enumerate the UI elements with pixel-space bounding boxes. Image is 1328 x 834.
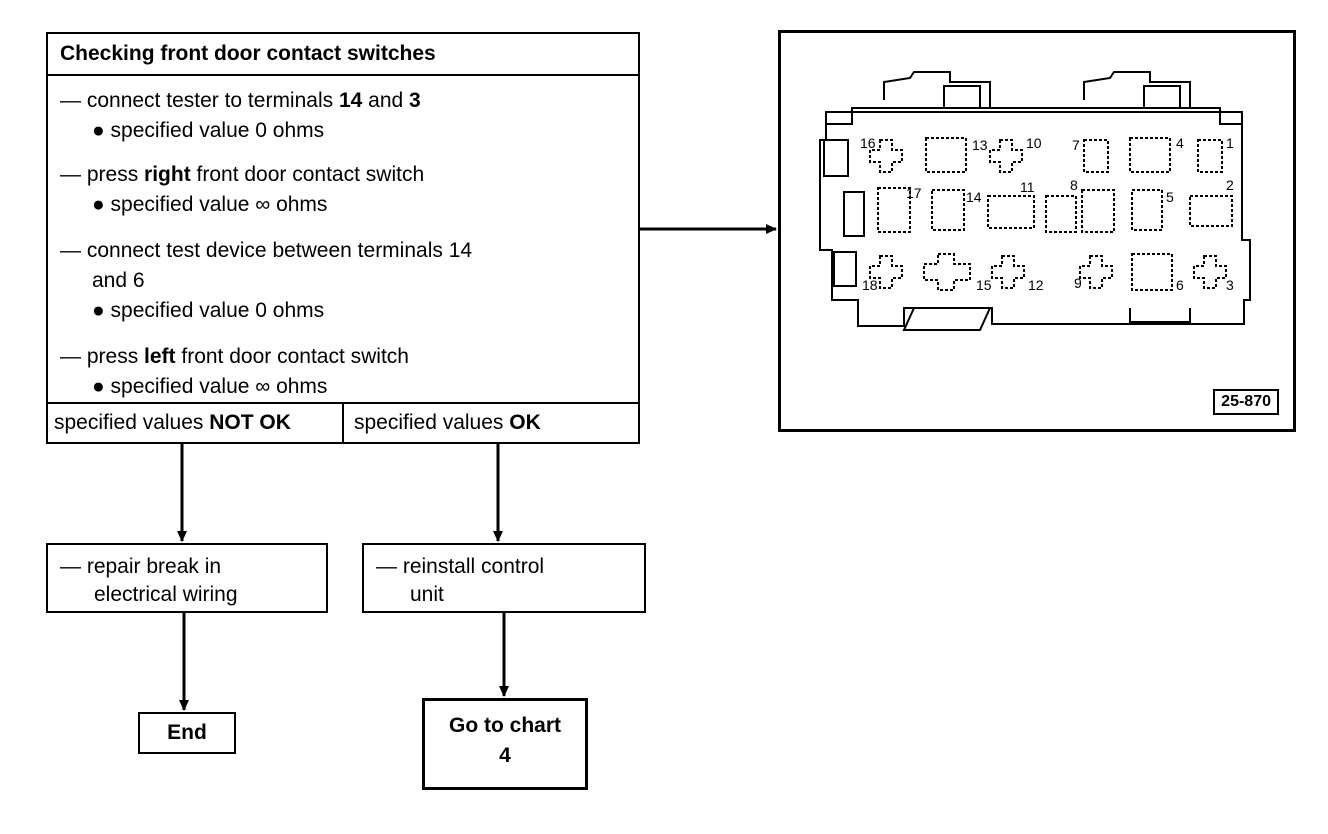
socket-16 [869, 139, 903, 173]
term-label: 7 [1072, 137, 1080, 153]
result-ok-text: specified values [354, 411, 510, 434]
socket-10 [989, 139, 1023, 173]
socket-5b [1081, 189, 1115, 233]
goto-chart-box: Go to chart 4 [422, 698, 588, 790]
procedure-title: Checking front door contact switches [48, 34, 638, 76]
term-label: 10 [1026, 135, 1042, 151]
terminal-numbers: 16 13 10 7 4 1 17 14 11 8 5 2 18 15 12 9… [860, 135, 1234, 293]
term-label: 11 [1020, 179, 1035, 195]
socket-4 [1129, 137, 1171, 173]
term-label: 14 [966, 189, 982, 205]
dash: — [60, 163, 87, 186]
step-3-spec: ● specified value 0 ohms [92, 299, 325, 322]
socket-12 [991, 255, 1025, 289]
result-not-ok-bold: NOT OK [209, 411, 291, 434]
socket-11 [987, 195, 1035, 229]
term-label: 16 [860, 135, 876, 151]
socket-5 [1131, 189, 1163, 231]
socket-17 [877, 187, 911, 233]
end-box: End [138, 712, 236, 754]
term-label: 12 [1028, 277, 1044, 293]
step-4-text: press [86, 345, 145, 368]
step-4-left: left [144, 345, 176, 368]
repair-wiring-box: — repair break in electrical wiring [46, 543, 328, 613]
term-label: 18 [862, 277, 878, 293]
term-label: 6 [1176, 277, 1184, 293]
step-2-spec: ● specified value ∞ ohms [92, 193, 328, 216]
dash: — [60, 345, 87, 368]
term-label: 8 [1070, 177, 1078, 193]
reinstall-line1: — reinstall control [376, 555, 545, 578]
repair-line2: electrical wiring [94, 583, 238, 606]
step-4-text-end: front door contact switch [175, 345, 409, 368]
step-3-line1: connect test device between terminals 14 [86, 239, 473, 262]
term-label: 5 [1166, 189, 1174, 205]
repair-text: — repair break in electrical wiring [60, 553, 238, 609]
dash: — [60, 239, 87, 262]
reinstall-unit-box: — reinstall control unit [362, 543, 646, 613]
socket-1 [1197, 139, 1223, 173]
socket-7 [1083, 139, 1109, 173]
term-label: 13 [972, 137, 988, 153]
term-label: 15 [976, 277, 992, 293]
result-ok: specified values OK [346, 404, 638, 442]
term-label: 3 [1226, 277, 1234, 293]
reinstall-line2: unit [410, 583, 444, 606]
term-label: 1 [1226, 135, 1234, 151]
goto-line2: 4 [499, 744, 511, 767]
terminal-14: 14 [338, 89, 363, 112]
step-2-right: right [144, 163, 191, 186]
relay-panel [819, 71, 1251, 331]
socket-3 [1193, 255, 1227, 289]
result-not-ok-text: specified values [54, 411, 210, 434]
term-label: 17 [906, 185, 922, 201]
socket-13 [925, 137, 967, 173]
reinstall-text: — reinstall control unit [376, 553, 544, 609]
result-row: specified values NOT OK specified values… [48, 402, 638, 442]
dash: — [60, 89, 87, 112]
step-2-text-end: front door contact switch [190, 163, 425, 186]
step-1-text: connect tester to terminals [86, 89, 339, 112]
socket-2 [1189, 195, 1233, 227]
step-1-and: and [362, 89, 410, 112]
step-2: — press right front door contact switch [60, 162, 424, 188]
socket-18 [869, 255, 903, 289]
result-ok-bold: OK [509, 411, 541, 434]
term-label: 9 [1074, 275, 1082, 291]
term-label: 2 [1226, 177, 1234, 193]
step-1-spec: ● specified value 0 ohms [92, 119, 325, 142]
relay-sockets [869, 137, 1233, 291]
term-label: 4 [1176, 135, 1184, 151]
test-procedure-box: Checking front door contact switches — c… [46, 32, 640, 444]
step-4-spec: ● specified value ∞ ohms [92, 375, 328, 398]
step-4: — press left front door contact switch [60, 344, 409, 370]
step-2-text: press [86, 163, 145, 186]
step-1: — connect tester to terminals 14 and 3 [60, 88, 421, 114]
terminal-3: 3 [409, 89, 421, 112]
goto-line1: Go to chart [448, 714, 561, 737]
socket-8 [1045, 195, 1077, 233]
socket-6 [1131, 253, 1173, 291]
socket-15 [923, 253, 971, 291]
figure-reference: 25-870 [1213, 389, 1279, 415]
socket-9 [1079, 255, 1113, 289]
step-3-line2: and 6 [92, 269, 145, 292]
result-not-ok: specified values NOT OK [48, 404, 344, 442]
socket-14 [931, 189, 965, 231]
step-3: — connect test device between terminals … [60, 238, 472, 264]
repair-line1: — repair break in [60, 555, 222, 578]
